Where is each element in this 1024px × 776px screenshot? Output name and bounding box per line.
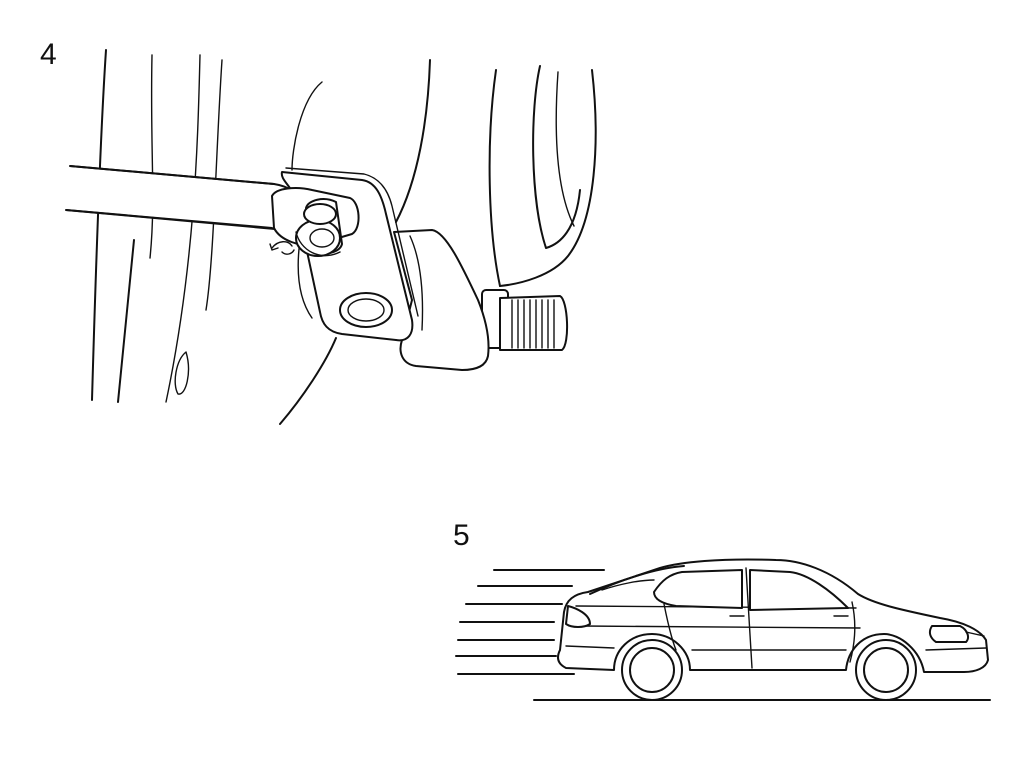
car-doors — [663, 567, 856, 669]
towing-eye-mount-block — [393, 229, 490, 371]
bumper-recess — [395, 59, 597, 287]
rotation-arrow-icon — [269, 241, 295, 255]
rear-wheel-icon — [621, 639, 683, 701]
tail-light-icon — [565, 605, 591, 628]
speed-lines — [455, 569, 605, 675]
car-lights — [565, 605, 985, 643]
car-windows — [601, 569, 849, 611]
towing-eye-screwed-into-bumper-with-wheel-brace-icon — [65, 49, 597, 425]
front-wheel-icon — [855, 639, 917, 701]
towing-eye-thread — [481, 289, 568, 351]
step-4-number: 4 — [40, 38, 57, 71]
socket-nut — [295, 198, 343, 257]
car-moving-forward-icon — [455, 558, 991, 701]
step-5-number: 5 — [453, 519, 470, 552]
head-light-icon — [928, 625, 969, 643]
